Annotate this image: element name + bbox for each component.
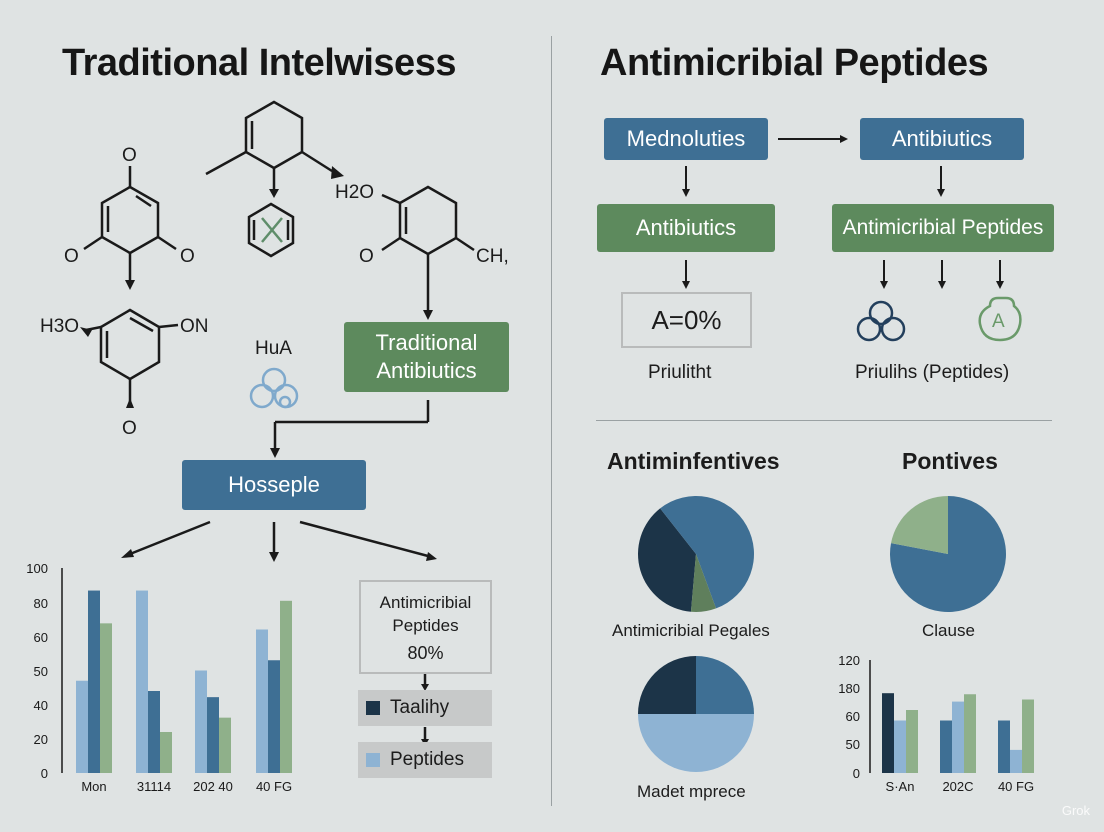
legend-item-peptides: Peptides [358,742,492,778]
grok-watermark: Grok [1061,803,1090,818]
pie-title-right: Pontives [902,448,998,474]
legend-label: Taalihy [390,697,450,718]
y-tick-label: 80 [34,596,48,611]
x-tick-label: 202 40 [193,779,233,794]
bar [894,720,906,773]
y-tick-label: 50 [34,664,48,679]
y-tick-label: 120 [838,653,860,668]
label-o-left: O [64,246,79,267]
label-ch: CH, [476,246,509,267]
bar [88,590,100,773]
pie-1-slice [690,554,717,613]
y-tick-label: 60 [34,630,48,645]
label-on: ON [180,316,209,337]
pie-title-left: Antiminfentives [607,448,780,474]
label-hua: HuA [255,338,292,359]
pie-3-slice [638,656,696,714]
bar [160,732,172,773]
label-h3o: H3O [40,316,80,337]
bar [964,694,976,773]
bar [195,670,207,773]
x-tick-label: S·An [886,779,915,794]
horizontal-divider [596,420,1052,421]
flow-box-antibiutics-top[interactable]: Antibiutics [860,118,1024,160]
trefoil-dark-icon [856,300,906,342]
bar [136,590,148,773]
pie-1-slice [660,495,754,609]
caption-left: Priulitht [648,362,712,383]
y-tick-label: 0 [853,766,860,781]
y-tick-label: 100 [26,561,48,576]
label-h2o: H2O [335,182,375,203]
label-o-ring: O [359,246,374,267]
pie-2-slice [891,496,948,554]
pie-caption-3: Madet mprece [637,782,746,801]
bar [148,691,160,773]
label-o-top: O [122,145,137,166]
pie-3-slice [638,714,754,772]
bar [1022,699,1034,773]
label-o-right: O [180,246,195,267]
bar [268,660,280,773]
bar [207,697,219,773]
y-tick-label: 180 [838,681,860,696]
legend-swatch-dark [366,701,380,715]
flow-box-mednoluties[interactable]: Mednoluties [604,118,768,160]
caption-right: Priulihs (Peptides) [855,362,1010,383]
result-box: A=0% [621,292,752,348]
y-tick-label: 20 [34,732,48,747]
bar [940,720,952,773]
bar [1010,749,1022,773]
pie-1-slice [638,508,696,612]
antimicrobial-info-box: Antimicribial Peptides 80% [359,580,492,674]
x-tick-label: 40 FG [256,779,292,794]
info-box-value: 80% [407,642,444,663]
legend-swatch-light [366,753,380,767]
legend-item-taalihy: Taalihy [358,690,492,726]
pie-caption-1: Antimicribial Pegales [612,621,770,640]
bar [256,629,268,773]
x-tick-label: 202C [942,779,973,794]
y-tick-label: 0 [41,766,48,781]
bar [952,701,964,773]
label-o-bottom: O [122,418,137,439]
hosseple-box[interactable]: Hosseple [182,460,366,510]
peptide-trefoil-icon [249,367,299,409]
flow-box-antimicrobial-peptides[interactable]: Antimicribial Peptides [832,204,1054,252]
bar [100,623,112,773]
pie-2-slice [890,496,1006,612]
x-tick-label: 40 FG [998,779,1034,794]
legend-label: Peptides [390,749,464,770]
bar [76,680,88,773]
x-tick-label: Mon [81,779,106,794]
bar [906,710,918,773]
bar [280,600,292,773]
bar [998,720,1010,773]
bar [219,717,231,773]
y-tick-label: 40 [34,698,48,713]
right-panel-title: Antimicribial Peptides [600,42,989,84]
pie-3-slice [696,656,754,714]
pie-caption-2: Clause [922,621,975,640]
vertical-divider [551,36,552,806]
y-tick-label: 60 [846,709,860,724]
x-tick-label: 31114 [137,779,171,794]
left-panel-title: Traditional Intelwisess [62,42,456,84]
info-box-title: Antimicribial Peptides [379,592,472,635]
traditional-antibiotics-box[interactable]: Traditional Antibiutics [344,322,509,392]
y-tick-label: 50 [846,737,860,752]
flow-box-antibiutics[interactable]: Antibiutics [597,204,775,252]
bar [882,693,894,773]
a-badge-letter: A [992,311,1005,332]
